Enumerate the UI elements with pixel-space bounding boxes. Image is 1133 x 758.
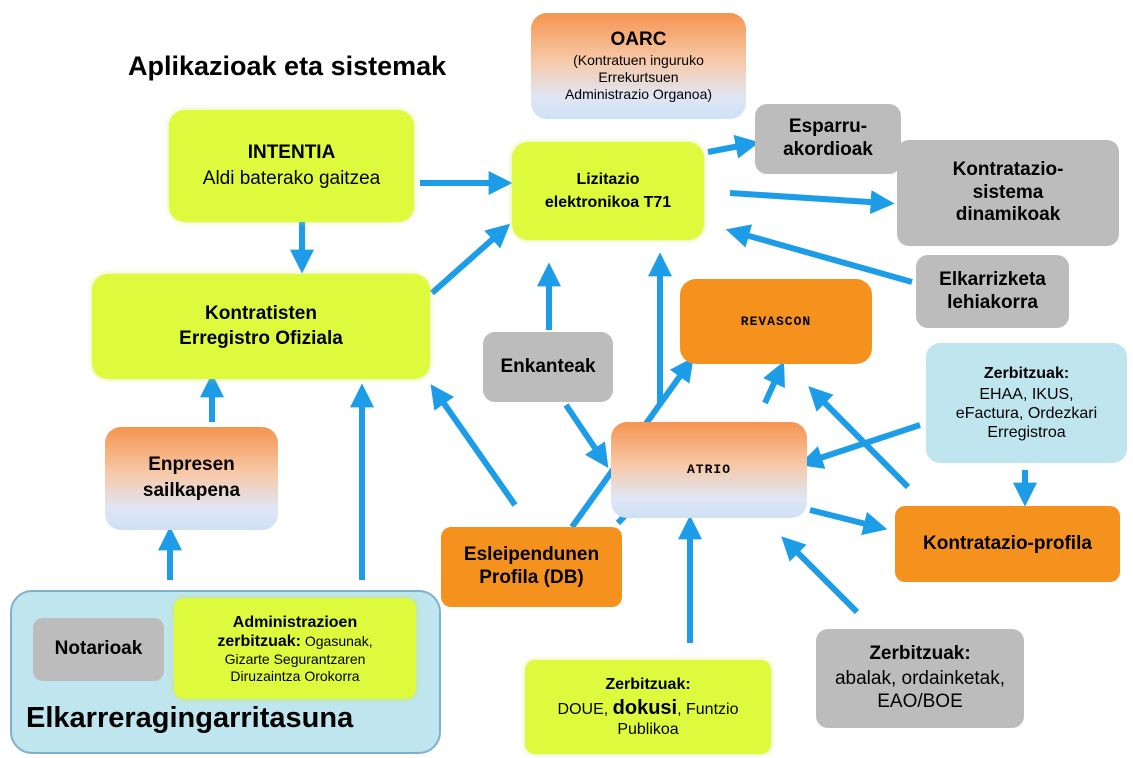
elkarreragingarritasuna-label: Elkarreragingarritasuna <box>26 702 354 735</box>
arrow-lizitazio-esparru <box>707 134 760 159</box>
elkarrizketa-box: Elkarrizketa lehiakorra <box>916 255 1069 328</box>
zerbitzuak-abalak-box: Zerbitzuak: abalak, ordainketak, EAO/BOE <box>816 629 1024 728</box>
zerbitzuak-ehaa-line3: Erregistroa <box>987 424 1066 442</box>
kontratisten-line1: Kontratisten <box>205 302 317 324</box>
zerbitzuak-ehaa-line1: EHAA, IKUS, <box>979 385 1074 403</box>
zerbitzuak-doue-box: Zerbitzuak: DOUE, dokusi, Funtzio Publik… <box>525 660 771 754</box>
esparru-line2: akordioak <box>783 139 873 160</box>
arrow-enkanteak-atrio <box>563 403 609 468</box>
atrio-label: ATRIO <box>686 462 731 478</box>
zerbitzuak-doue-part2: , Funtzio <box>677 701 739 718</box>
enpresen-line1: Enpresen <box>148 454 235 476</box>
kontratisten-line2: Erregistro Ofiziala <box>179 327 343 349</box>
lizitazio-line2: elektronikoa T71 <box>544 194 672 211</box>
kontratazio-sistema-line1: Kontratazio- <box>952 158 1064 180</box>
kontratazio-profila-box: Kontratazio-profila <box>895 506 1120 582</box>
dokusi-logo: dokusi <box>612 697 678 719</box>
zerbitzuak-ehaa-title: Zerbitzuak: <box>983 364 1070 382</box>
enpresen-line2: sailkapena <box>142 480 241 501</box>
oarc-line3: Administrazio Organoa) <box>564 85 713 102</box>
zerbitzuak-ehaa-line2: eFactura, Ordezkari <box>955 405 1098 422</box>
zerbitzuak-doue-title: Zerbitzuak: <box>605 675 691 693</box>
kontratisten-box: Kontratisten Erregistro Ofiziala <box>92 274 430 379</box>
oarc-line1: (Kontratuen inguruko <box>573 52 704 69</box>
revascon-box: REVASCON <box>680 279 872 364</box>
esparru-box: Esparru- akordioak <box>755 104 901 174</box>
zerbitzuak-abalak-title: Zerbitzuak: <box>869 643 971 665</box>
zerbitzuak-doue-part1: DOUE, <box>557 701 609 718</box>
administrazioen-title1: Administrazioen <box>232 613 358 631</box>
kontratazio-sistema-box: Kontratazio- sistema dinamikoak <box>897 140 1119 246</box>
oarc-line2: Errekurtsuen <box>598 69 679 85</box>
notarioak-box: Notarioak <box>33 618 164 681</box>
kontratazio-sistema-line2: sistema <box>972 181 1044 203</box>
administrazioen-text1: Ogasunak, <box>304 632 373 649</box>
administrazioen-text2: Gizarte Segurantzaren <box>224 650 366 667</box>
enkanteak-box: Enkanteak <box>483 332 613 402</box>
enkanteak-label: Enkanteak <box>500 355 596 377</box>
zerbitzuak-abalak-line1: abalak, ordainketak, <box>834 668 1006 690</box>
arrow-abalak-atrio <box>781 536 860 615</box>
arrow-atrio-revascon <box>762 361 785 405</box>
arrow-lizitazio-kontratazio-sistema <box>729 190 895 215</box>
administrazioen-text3: Diruzaintza Orokorra <box>230 667 360 684</box>
revascon-label: REVASCON <box>740 313 812 329</box>
oarc-title: OARC <box>610 29 667 51</box>
arrow-zerbitzuak-revascon <box>808 386 911 490</box>
zerbitzuak-ehaa-box: Zerbitzuak: EHAA, IKUS, eFactura, Ordezk… <box>926 343 1127 463</box>
page-title: Aplikazioak eta sistemak <box>128 51 447 81</box>
arrow-atrio-kontratazio-profila <box>809 507 888 536</box>
oarc-box: OARC (Kontratuen inguruko Errekurtsuen A… <box>531 13 746 119</box>
administrazioen-box: Administrazioen zerbitzuak: Ogasunak, Gi… <box>174 598 416 699</box>
esleipendunen-line2: Profila (DB) <box>479 567 584 588</box>
arrow-elkarrizketa-lizitazio <box>725 224 913 285</box>
esleipendunen-box: Esleipendunen Profila (DB) <box>441 527 622 607</box>
lizitazio-box: Lizitazio elektronikoa T71 <box>512 142 704 240</box>
elkarrizketa-line2: lehiakorra <box>947 291 1038 313</box>
atrio-box: ATRIO <box>611 422 807 518</box>
notarioak-label: Notarioak <box>54 638 143 660</box>
esparru-line1: Esparru- <box>788 116 868 138</box>
intentia-title: INTENTIA <box>247 141 336 163</box>
kontratazio-profila-label: Kontratazio-profila <box>923 532 1092 554</box>
kontratazio-sistema-line3: dinamikoak <box>955 204 1061 226</box>
elkarrizketa-line1: Elkarrizketa <box>939 268 1046 290</box>
arrow-kontratisten-lizitazio <box>430 223 511 296</box>
esleipendunen-line1: Esleipendunen <box>463 544 600 566</box>
administrazioen-title2: zerbitzuak: <box>217 632 301 650</box>
intentia-box: INTENTIA Aldi baterako gaitzea <box>169 110 414 222</box>
enpresen-box: Enpresen sailkapena <box>105 427 278 530</box>
intentia-subtitle: Aldi baterako gaitzea <box>202 167 381 189</box>
zerbitzuak-abalak-line2: EAO/BOE <box>877 690 963 712</box>
arrow-esleipendunen-kontratisten <box>430 384 518 507</box>
zerbitzuak-doue-line2: Publikoa <box>617 721 679 738</box>
lizitazio-line1: Lizitazio <box>576 170 640 188</box>
